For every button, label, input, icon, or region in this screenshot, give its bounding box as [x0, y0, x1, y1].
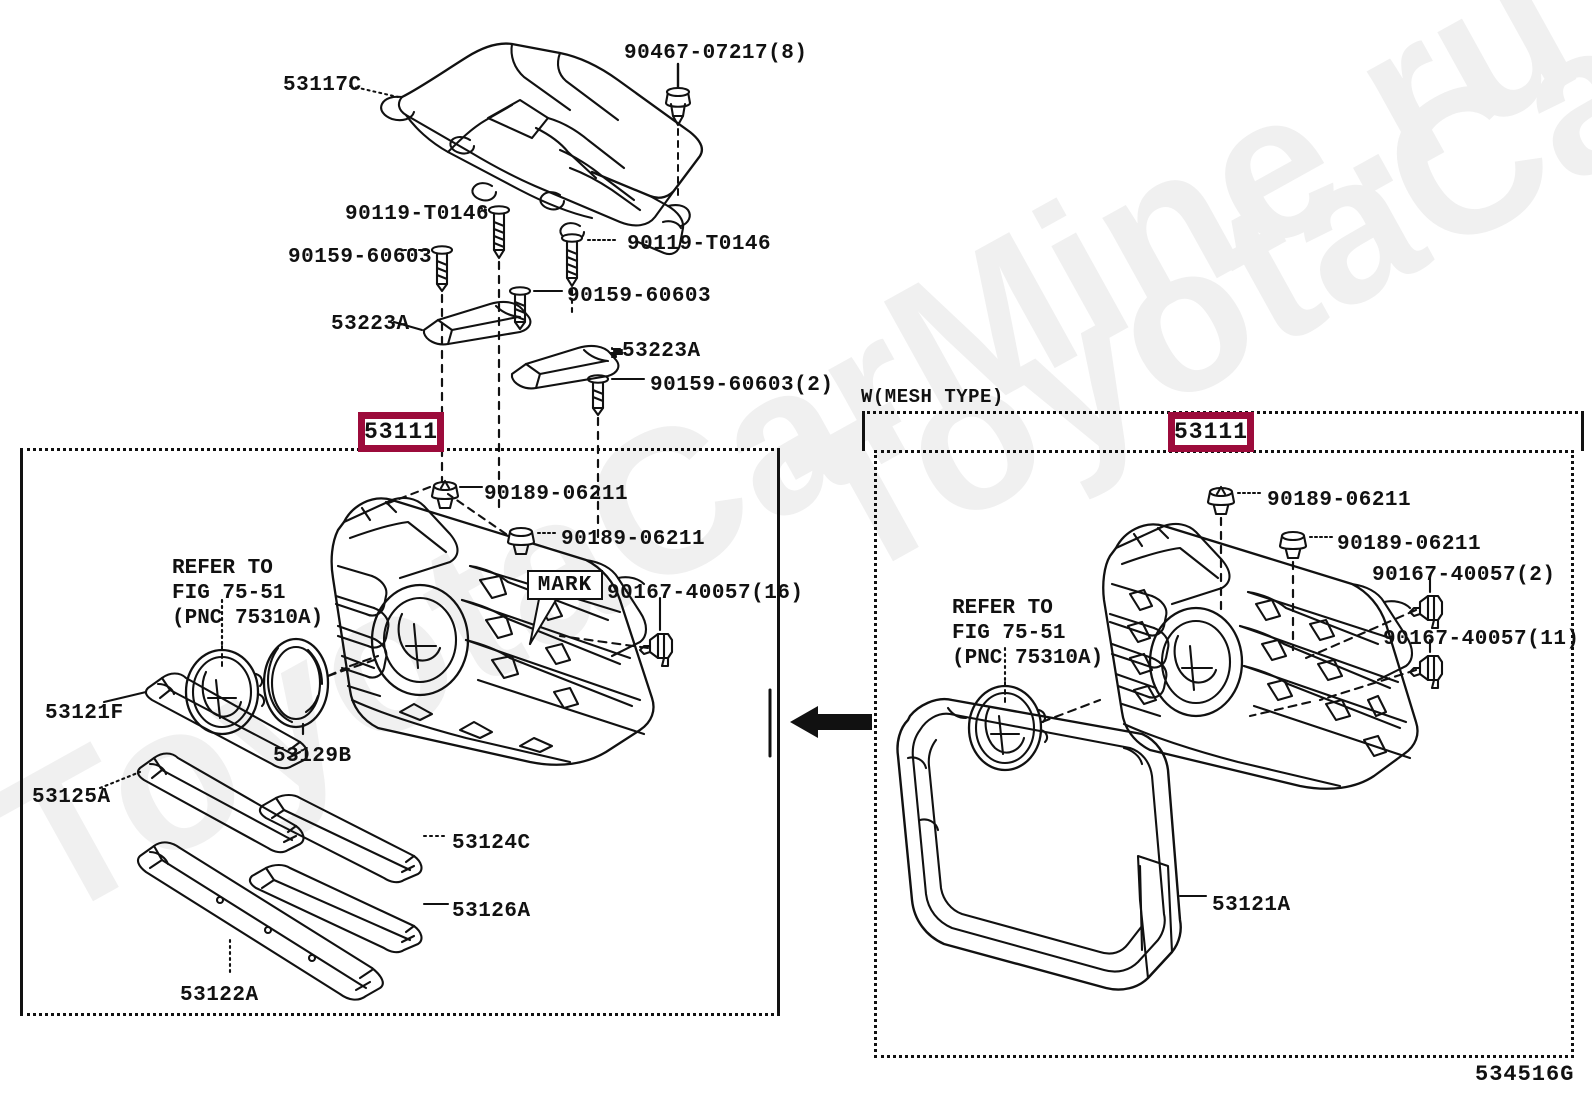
refer-note-line1: REFER TO [952, 597, 1053, 620]
part-number-label[interactable]: 53129B [273, 745, 352, 768]
mark-callout-box: MARK [527, 570, 603, 600]
refer-note-right: REFER TO FIG 75-51 (PNC 75310A) [952, 596, 1103, 671]
part-number-label[interactable]: 90167-40057(2) [1372, 564, 1556, 587]
fastener-90159-60603-left [430, 245, 454, 293]
part-number-label[interactable]: 53125A [32, 786, 111, 809]
part-number-label[interactable]: 90119-T0146 [627, 233, 772, 256]
part-number-label[interactable]: 90189-06211 [1267, 489, 1412, 512]
fastener-90467-07217 [664, 62, 692, 127]
fastener-90159-60603-mid [508, 286, 532, 331]
highlight-label-text: 53111 [1174, 419, 1249, 445]
part-number-label[interactable]: 90167-40057(11) [1383, 628, 1580, 651]
fastener-90159-60603-right [586, 374, 610, 417]
highlight-box-53111-left[interactable]: 53111 [358, 412, 444, 452]
part-number-label[interactable]: 53122A [180, 984, 259, 1007]
highlight-box-53111-right[interactable]: 53111 [1168, 412, 1254, 452]
part-number-label[interactable]: 53126A [452, 900, 531, 923]
part-number-label[interactable]: 90159-60603 [288, 246, 433, 269]
part-53223a-right [510, 344, 620, 390]
part-number-label[interactable]: 90119-T0146 [345, 203, 490, 226]
part-number-label[interactable]: 53223A [331, 313, 410, 336]
part-number-label[interactable]: 90467-07217(8) [624, 42, 808, 65]
refer-note-line3: (PNC 75310A) [172, 607, 324, 630]
refer-note-line2: FIG 75-51 [952, 622, 1066, 645]
part-number-label[interactable]: 53223A [622, 340, 701, 363]
fastener-90119-t0146-left [487, 205, 511, 260]
mark-callout-text: MARK [537, 573, 593, 597]
part-number-label[interactable]: 90159-60603(2) [650, 374, 834, 397]
part-number-label[interactable]: 90189-06211 [1337, 533, 1482, 556]
part-number-label[interactable]: 90189-06211 [561, 528, 706, 551]
part-number-label[interactable]: 53117C [283, 74, 362, 97]
flow-arrow [790, 706, 872, 738]
part-number-label[interactable]: 53121F [45, 702, 124, 725]
part-number-label[interactable]: 90167-40057(16) [607, 582, 804, 605]
refer-note-left: REFER TO FIG 75-51 (PNC 75310A) [172, 556, 323, 631]
refer-note-line1: REFER TO [172, 557, 273, 580]
highlight-label-text: 53111 [364, 419, 439, 445]
part-53223a-left [422, 300, 532, 346]
part-number-label[interactable]: 90189-06211 [484, 483, 629, 506]
refer-note-line3: (PNC 75310A) [952, 647, 1104, 670]
mesh-type-heading: W(MESH TYPE) [861, 386, 1004, 408]
part-number-label[interactable]: 53124C [452, 832, 531, 855]
refer-note-line2: FIG 75-51 [172, 582, 286, 605]
diagram-id: 534516G [1475, 1062, 1575, 1087]
fastener-90119-t0146-right [560, 233, 584, 288]
part-number-label[interactable]: 53121A [1212, 894, 1291, 917]
part-number-label[interactable]: 90159-60603 [567, 285, 712, 308]
